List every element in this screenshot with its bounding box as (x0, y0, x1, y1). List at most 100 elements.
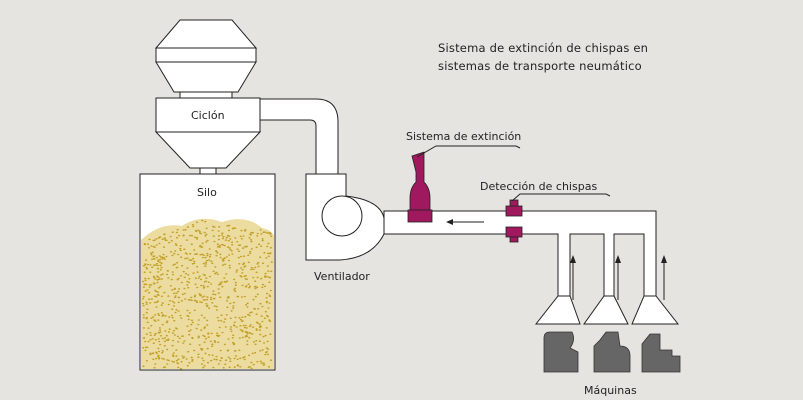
material-grain (254, 295, 257, 298)
material-grain (252, 363, 255, 366)
material-grain (234, 237, 237, 239)
material-grain (160, 278, 164, 280)
material-grain (233, 321, 236, 324)
material-grain (201, 256, 205, 259)
material-grain (153, 258, 156, 260)
material-grain (184, 272, 188, 275)
material-grain (177, 366, 180, 369)
material-grain (197, 336, 200, 339)
material-grain (195, 327, 198, 330)
material-grain (209, 253, 212, 256)
material-grain (163, 291, 166, 294)
material-grain (210, 359, 213, 362)
material-grain (179, 247, 182, 250)
material-grain (154, 332, 157, 335)
material-grain (176, 228, 179, 231)
material-grain (234, 350, 237, 352)
material-grain (219, 282, 222, 284)
material-grain (264, 310, 267, 313)
material-grain (142, 265, 145, 267)
material-grain (196, 266, 199, 268)
material-grain (173, 252, 176, 255)
material-grain (259, 350, 262, 352)
material-grain (203, 341, 206, 344)
material-grain (158, 327, 161, 329)
material-grain (264, 353, 267, 356)
material-grain (210, 283, 213, 285)
material-grain (187, 281, 191, 284)
material-grain (268, 319, 271, 321)
material-grain (237, 250, 241, 252)
material-grain (172, 292, 175, 295)
material-grain (205, 233, 208, 236)
material-grain (268, 252, 271, 255)
material-grain (152, 275, 155, 278)
material-grain (236, 358, 239, 361)
material-grain (188, 299, 192, 301)
material-grain (255, 329, 258, 331)
material-grain (147, 277, 150, 280)
material-grain (185, 358, 188, 360)
material-grain (259, 302, 262, 305)
material-grain (266, 245, 269, 248)
material-grain (161, 357, 164, 360)
material-grain (262, 335, 265, 338)
material-grain (234, 316, 237, 319)
material-grain (219, 256, 222, 259)
material-grain (230, 310, 233, 312)
material-grain (248, 286, 251, 289)
material-grain (217, 341, 220, 344)
material-grain (159, 331, 162, 333)
material-grain (187, 286, 190, 289)
material-grain (268, 281, 271, 284)
material-grain (154, 278, 157, 280)
material-grain (209, 298, 213, 301)
material-grain (249, 250, 252, 253)
material-grain (211, 229, 214, 232)
material-grain (265, 347, 268, 349)
material-grain (183, 340, 186, 342)
material-grain (145, 301, 148, 304)
material-grain (241, 272, 244, 274)
material-grain (175, 244, 178, 246)
material-grain (258, 329, 261, 331)
material-grain (270, 261, 273, 263)
material-grain (220, 281, 223, 283)
material-grain (261, 238, 264, 240)
material-grain (142, 365, 145, 368)
material-grain (250, 361, 253, 364)
material-grain (195, 253, 198, 255)
material-grain (213, 358, 216, 361)
material-grain (170, 240, 173, 242)
material-grain (168, 316, 171, 318)
material-grain (161, 238, 164, 240)
material-grain (197, 229, 200, 232)
material-grain (234, 227, 237, 230)
material-grain (160, 295, 163, 298)
material-grain (171, 316, 174, 319)
material-grain (209, 340, 212, 343)
material-grain (212, 366, 215, 369)
material-grain (168, 241, 171, 244)
material-grain (204, 235, 207, 237)
material-grain (186, 309, 189, 312)
material-grain (171, 231, 174, 233)
material-grain (203, 365, 206, 367)
material-grain (162, 246, 166, 248)
material-grain (145, 360, 148, 362)
material-grain (251, 352, 254, 355)
material-grain (216, 316, 219, 319)
material-grain (200, 329, 203, 331)
material-grain (224, 239, 227, 241)
material-grain (216, 332, 219, 335)
material-grain (144, 340, 147, 343)
material-grain (227, 224, 230, 227)
material-grain (224, 326, 227, 328)
material-grain (269, 289, 272, 292)
material-grain (145, 317, 148, 320)
material-grain (267, 366, 271, 368)
material-grain (262, 362, 265, 364)
material-grain (153, 319, 156, 321)
material-grain (153, 295, 156, 298)
material-grain (178, 337, 181, 340)
